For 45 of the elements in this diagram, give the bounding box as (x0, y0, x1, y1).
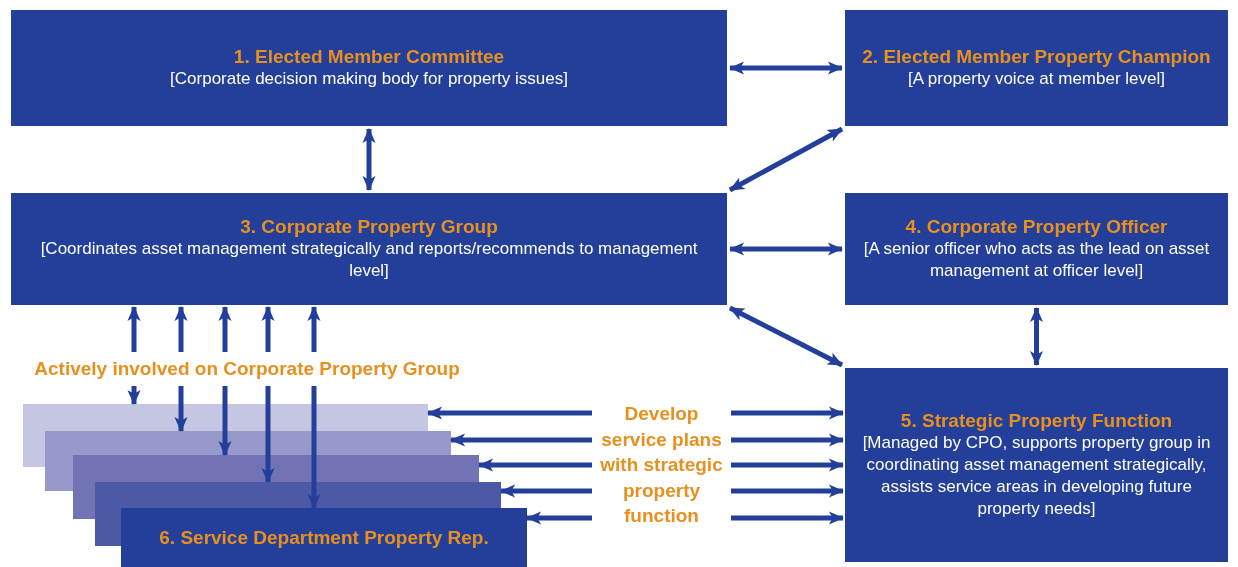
card-stack-drawing (23, 404, 527, 567)
box-title: 4. Corporate Property Officer (905, 216, 1168, 238)
arrow (731, 406, 844, 420)
arrow (261, 306, 275, 352)
arrow (1029, 307, 1044, 366)
arrow (478, 458, 592, 472)
arrow (174, 306, 188, 352)
process-box (11, 193, 727, 305)
arrow (731, 433, 844, 447)
arrow (261, 386, 275, 483)
arrow (127, 306, 141, 352)
arrow (728, 305, 844, 368)
arrow (731, 511, 844, 525)
arrow (729, 61, 843, 75)
arrow (218, 386, 232, 456)
flow-label: Actively involved on Corporate Property Group (34, 357, 460, 382)
box-title: 3. Corporate Property Group (240, 216, 498, 238)
arrow (450, 433, 592, 447)
arrow (500, 484, 592, 498)
arrow (731, 484, 844, 498)
arrow (728, 126, 844, 193)
arrow (307, 386, 321, 509)
arrow (729, 242, 843, 256)
arrow (526, 511, 592, 525)
arrow (362, 128, 376, 191)
box-title: 2. Elected Member Property Champion (862, 46, 1211, 68)
process-box (11, 10, 727, 126)
box-description: [A senior officer who acts as the lead on asset management at officer level] (862, 238, 1211, 282)
box-title: 6. Service Department Property Rep. (159, 526, 489, 549)
process-box (845, 10, 1228, 126)
process-box (845, 193, 1228, 305)
arrow (427, 406, 592, 420)
box-title: 5. Strategic Property Function (900, 410, 1173, 432)
arrow (307, 306, 321, 352)
box-description: [Corporate decision making body for property issues] (170, 68, 568, 90)
flow-label: Develop service plans with strategic property function (599, 402, 724, 529)
arrow (127, 386, 141, 405)
box-description: [Coordinates asset management strategically and reports/recommends to management level] (39, 238, 699, 282)
process-box (845, 368, 1228, 562)
arrow (174, 386, 188, 432)
box-title: 1. Elected Member Committee (233, 46, 505, 68)
box-description: [Managed by CPO, supports property group in coordinating asset management strategically, assists service areas in developing future property needs] (861, 432, 1212, 520)
arrow (731, 458, 844, 472)
box-description: [A property voice at member level] (908, 68, 1165, 90)
arrow (218, 306, 232, 352)
